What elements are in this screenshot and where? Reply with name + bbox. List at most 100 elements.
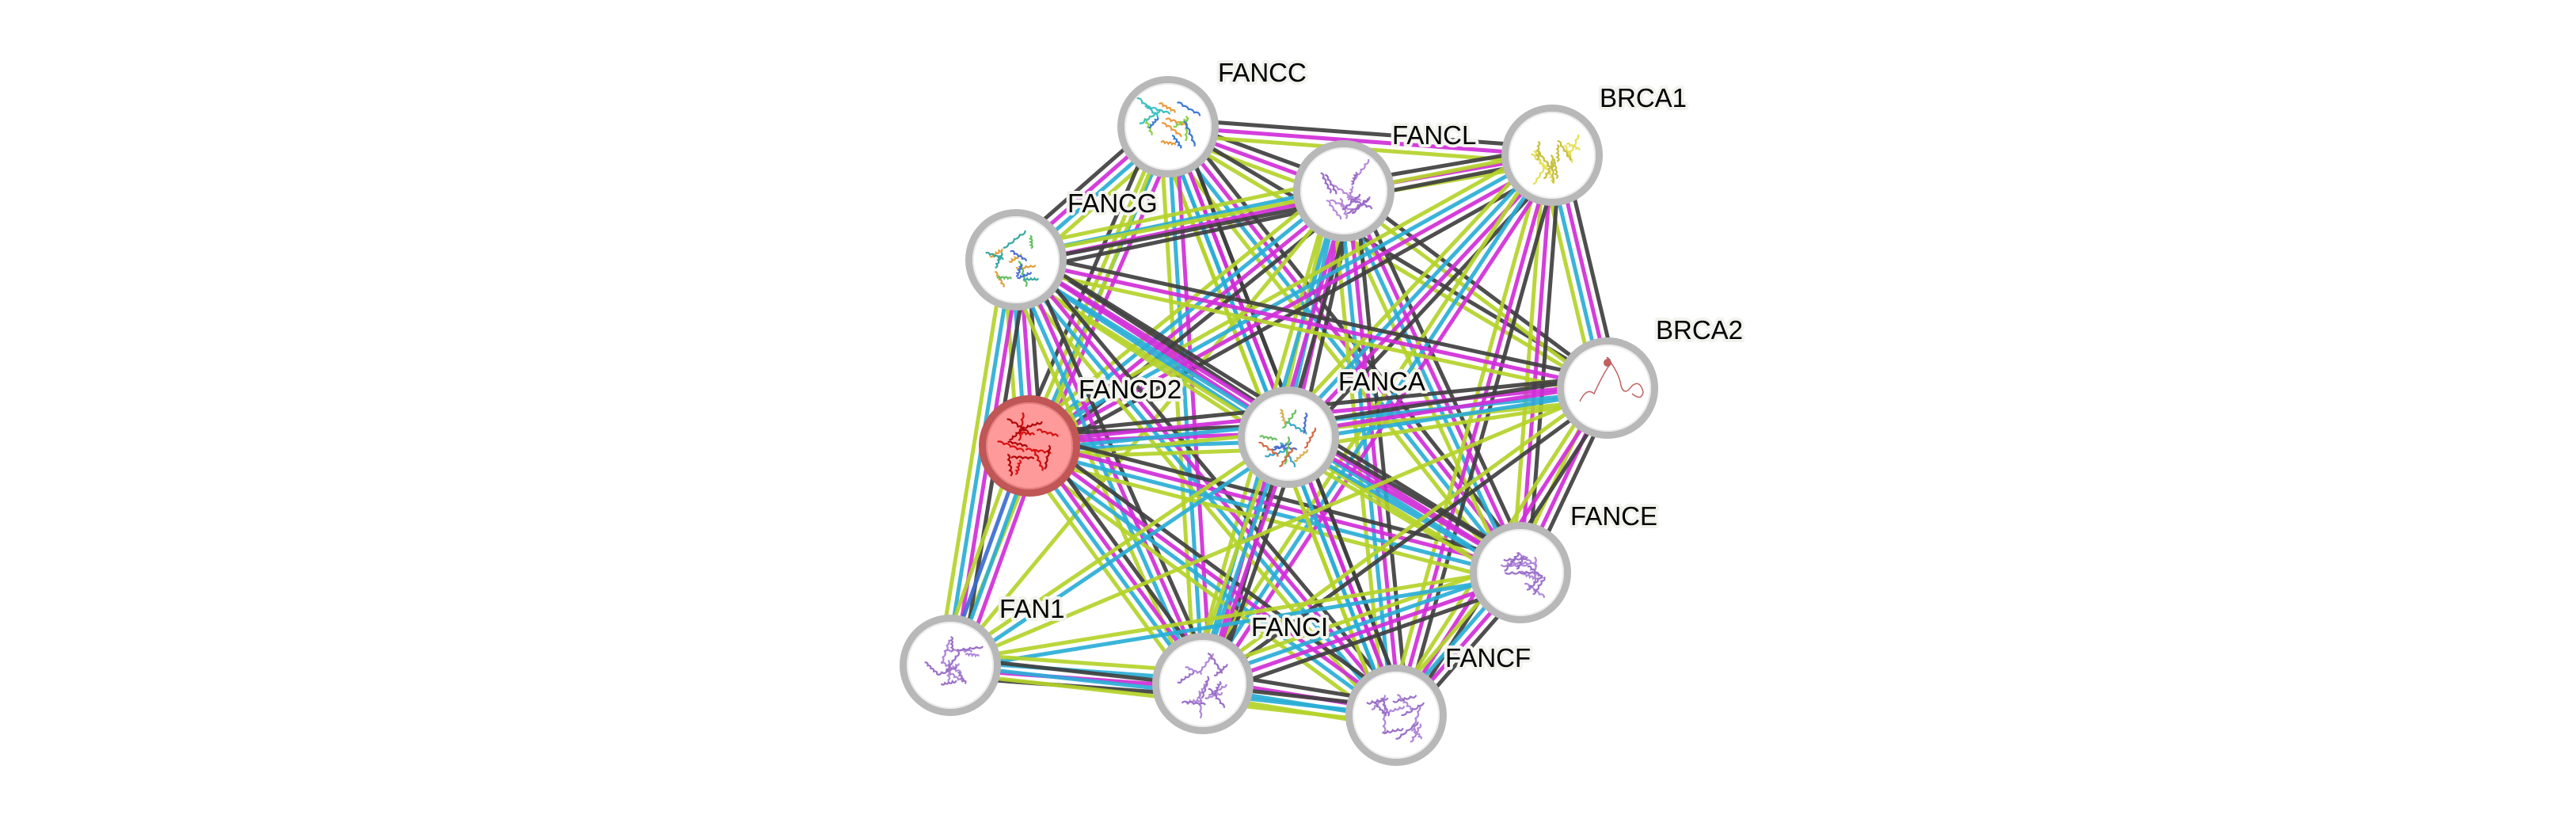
node-fance[interactable] — [1470, 522, 1571, 623]
edge-evidence-textmining — [1278, 146, 1545, 431]
node-fanca[interactable] — [1238, 387, 1339, 488]
edge-evidence-database — [1288, 390, 1609, 444]
edge-evidence-coexpression — [1168, 116, 1553, 150]
node-fancc[interactable] — [1117, 76, 1219, 177]
node-circle[interactable] — [1293, 140, 1395, 242]
protein-structure-icon — [1531, 134, 1581, 185]
edge-evidence-experimental — [1030, 440, 1400, 714]
node-inner-shadow — [972, 216, 1060, 303]
edge-evidence-coexpression — [1016, 157, 1554, 266]
protein-structure-icon — [997, 412, 1060, 477]
edge-evidence-experimental — [1394, 154, 1554, 716]
edge-brca1-fancf[interactable] — [1386, 152, 1562, 718]
node-fanci[interactable] — [1152, 633, 1254, 734]
edge-brca2-fanci[interactable] — [1199, 383, 1611, 689]
edge-evidence-coexpression — [1204, 390, 1611, 689]
protein-structure-icon — [1320, 158, 1373, 220]
node-label-fancg: FANCG — [1067, 189, 1158, 218]
node-inner-shadow — [1159, 640, 1246, 727]
edge-evidence-textmining — [936, 257, 1006, 664]
edge-evidence-database — [951, 439, 1292, 671]
node-fancd2[interactable] — [979, 395, 1080, 497]
edge-evidence-coexpression — [1286, 374, 1607, 428]
edge-evidence-textmining — [1014, 265, 1607, 398]
node-brca1[interactable] — [1501, 105, 1603, 206]
edge-evidence-textmining — [1014, 149, 1552, 258]
node-label-fanca: FANCA — [1338, 367, 1425, 396]
node-circle[interactable] — [979, 395, 1080, 497]
node-label-brca1: BRCA1 — [1600, 83, 1687, 112]
edge-fancl-fance[interactable] — [1331, 185, 1533, 579]
edge-evidence-coexpression — [1353, 185, 1533, 569]
edge-evidence-textmining — [1020, 180, 1338, 439]
node-circle[interactable] — [965, 209, 1067, 310]
edge-evidence-database — [1166, 126, 1205, 684]
edge-evidence-textmining — [1386, 152, 1547, 714]
edge-evidence-database — [1025, 447, 1395, 721]
edge-evidence-textmining — [1198, 559, 1517, 675]
edge-evidence-textmining — [946, 432, 1288, 664]
edge-evidence-coexpression — [1035, 434, 1405, 707]
edge-evidence-database — [1284, 150, 1551, 436]
node-inner-shadow — [1300, 147, 1387, 234]
edge-evidence-experimental — [1203, 574, 1523, 690]
edge-evidence-textmining — [1275, 440, 1387, 721]
node-label-fancd2: FANCD2 — [1079, 375, 1181, 404]
node-circle[interactable] — [1557, 337, 1658, 439]
edge-evidence-coexpression — [1345, 185, 1611, 387]
edge-brca1-fancg[interactable] — [1014, 149, 1554, 266]
protein-structure-icon — [1136, 97, 1201, 149]
edge-evidence-experimental — [1345, 188, 1526, 572]
edge-evidence-experimental — [1287, 382, 1608, 436]
node-inner-shadow — [1477, 529, 1564, 616]
edge-evidence-textmining — [1199, 383, 1607, 682]
node-inner-shadow — [1564, 345, 1651, 432]
node-inner-shadow — [986, 402, 1073, 489]
edge-evidence-database — [1025, 186, 1343, 445]
edge-evidence-textmining — [949, 386, 1608, 668]
node-label-fance: FANCE — [1570, 501, 1657, 531]
edge-evidence-database — [1338, 192, 1519, 576]
edge-fanca-fan1[interactable] — [946, 432, 1292, 671]
node-label-fancl: FANCL — [1392, 120, 1476, 150]
node-fancg[interactable] — [965, 209, 1067, 310]
node-inner-shadow — [1353, 672, 1440, 759]
protein-structure-icon — [924, 635, 984, 686]
edge-fancl-brca2[interactable] — [1340, 185, 1611, 394]
edge-brca2-fan1[interactable] — [949, 386, 1608, 668]
edge-evidence-experimental — [1167, 124, 1553, 158]
node-label-brca2: BRCA2 — [1656, 315, 1743, 345]
protein-structure-icon — [1177, 653, 1228, 719]
node-label-fancc: FANCC — [1218, 58, 1307, 87]
edge-evidence-database — [944, 258, 1014, 665]
node-fancl[interactable] — [1293, 140, 1395, 242]
nodes-layer — [900, 76, 1658, 766]
edge-evidence-textmining — [1340, 192, 1607, 394]
node-fancf[interactable] — [1345, 665, 1447, 766]
edge-fancd2-fancf[interactable] — [1021, 434, 1405, 727]
edge-evidence-textmining — [1022, 143, 1547, 438]
node-inner-shadow — [1245, 394, 1332, 481]
edge-evidence-coexpression — [1206, 581, 1525, 697]
edge-fancg-brca2[interactable] — [1014, 249, 1610, 398]
node-circle[interactable] — [1152, 633, 1254, 734]
protein-structure-icon — [1579, 356, 1644, 402]
node-circle[interactable] — [1345, 665, 1447, 766]
node-brca2[interactable] — [1557, 337, 1658, 439]
node-label-fan1: FAN1 — [999, 594, 1065, 623]
edge-evidence-coexpression — [1402, 157, 1562, 718]
edge-fance-fan1[interactable] — [949, 566, 1522, 672]
edge-evidence-textmining — [949, 566, 1520, 664]
node-label-fanci: FANCI — [1251, 612, 1328, 642]
node-fan1[interactable] — [900, 615, 1001, 716]
edge-evidence-textmining — [1158, 127, 1197, 684]
edge-evidence-coexpression — [1017, 249, 1610, 383]
node-label-fancf: FANCF — [1445, 643, 1531, 672]
protein-structure-icon — [1366, 694, 1425, 743]
edge-evidence-database — [950, 574, 1522, 672]
edge-evidence-textmining — [1013, 177, 1342, 250]
edge-evidence-experimental — [1015, 257, 1608, 390]
protein-structure-icon — [985, 230, 1040, 288]
